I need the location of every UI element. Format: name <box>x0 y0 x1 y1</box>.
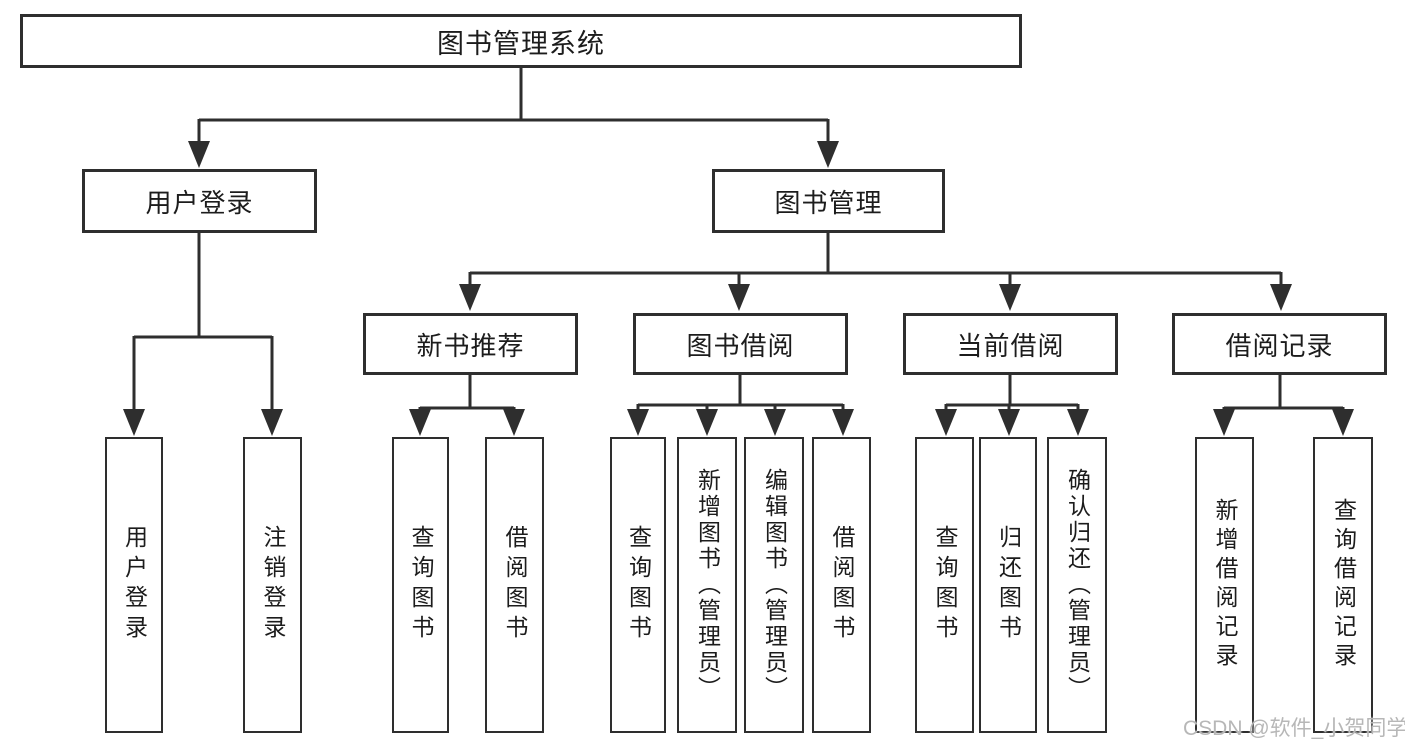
node-label: 新增借阅记录 <box>1212 498 1238 672</box>
node-label: 归还图书 <box>995 525 1022 645</box>
node-label: 借阅记录 <box>1225 330 1334 361</box>
leaf-query-books-recommend: 查询图书 <box>392 437 449 733</box>
node-label: 用户登录 <box>121 525 148 645</box>
leaf-logout: 注销登录 <box>243 437 302 733</box>
node-label: 新增图书（管理员） <box>694 468 721 702</box>
leaf-confirm-return-admin: 确认归还（管理员） <box>1047 437 1107 733</box>
leaf-add-borrow-record: 新增借阅记录 <box>1195 437 1254 733</box>
node-user-login: 用户登录 <box>82 169 317 233</box>
leaf-edit-book-admin: 编辑图书（管理员） <box>744 437 804 733</box>
node-label: 查询图书 <box>625 525 652 645</box>
node-book-management: 图书管理 <box>712 169 945 233</box>
arrowheads <box>123 141 1354 436</box>
leaf-return-book: 归还图书 <box>979 437 1037 733</box>
node-label: 新书推荐 <box>416 330 525 361</box>
leaf-query-books-borrow: 查询图书 <box>610 437 666 733</box>
node-current-borrow: 当前借阅 <box>903 313 1118 375</box>
node-label: 查询图书 <box>932 525 958 645</box>
node-label: 注销登录 <box>260 525 286 645</box>
node-label: 查询借阅记录 <box>1330 498 1357 672</box>
node-label: 确认归还（管理员） <box>1064 468 1091 702</box>
node-label: 查询图书 <box>408 525 434 645</box>
node-book-borrow: 图书借阅 <box>633 313 848 375</box>
node-label: 图书管理系统 <box>437 28 605 59</box>
node-label: 图书管理 <box>774 187 883 218</box>
node-new-book-recommend: 新书推荐 <box>363 313 578 375</box>
node-label: 图书借阅 <box>686 330 795 361</box>
leaf-query-books-current: 查询图书 <box>915 437 974 733</box>
node-label: 借阅图书 <box>829 525 855 645</box>
node-label: 用户登录 <box>145 187 254 218</box>
leaf-borrow-books-recommend: 借阅图书 <box>485 437 544 733</box>
node-label: 借阅图书 <box>502 525 528 645</box>
leaf-add-book-admin: 新增图书（管理员） <box>677 437 737 733</box>
node-borrow-records: 借阅记录 <box>1172 313 1387 375</box>
connector-paths <box>132 68 1345 414</box>
node-label: 编辑图书（管理员） <box>761 468 788 702</box>
leaf-query-borrow-record: 查询借阅记录 <box>1313 437 1373 733</box>
leaf-user-login: 用户登录 <box>105 437 163 733</box>
node-root: 图书管理系统 <box>20 14 1022 68</box>
leaf-borrow-books: 借阅图书 <box>812 437 871 733</box>
watermark: CSDN @软件_小贺同学 <box>1183 717 1405 740</box>
node-label: 当前借阅 <box>956 330 1065 361</box>
